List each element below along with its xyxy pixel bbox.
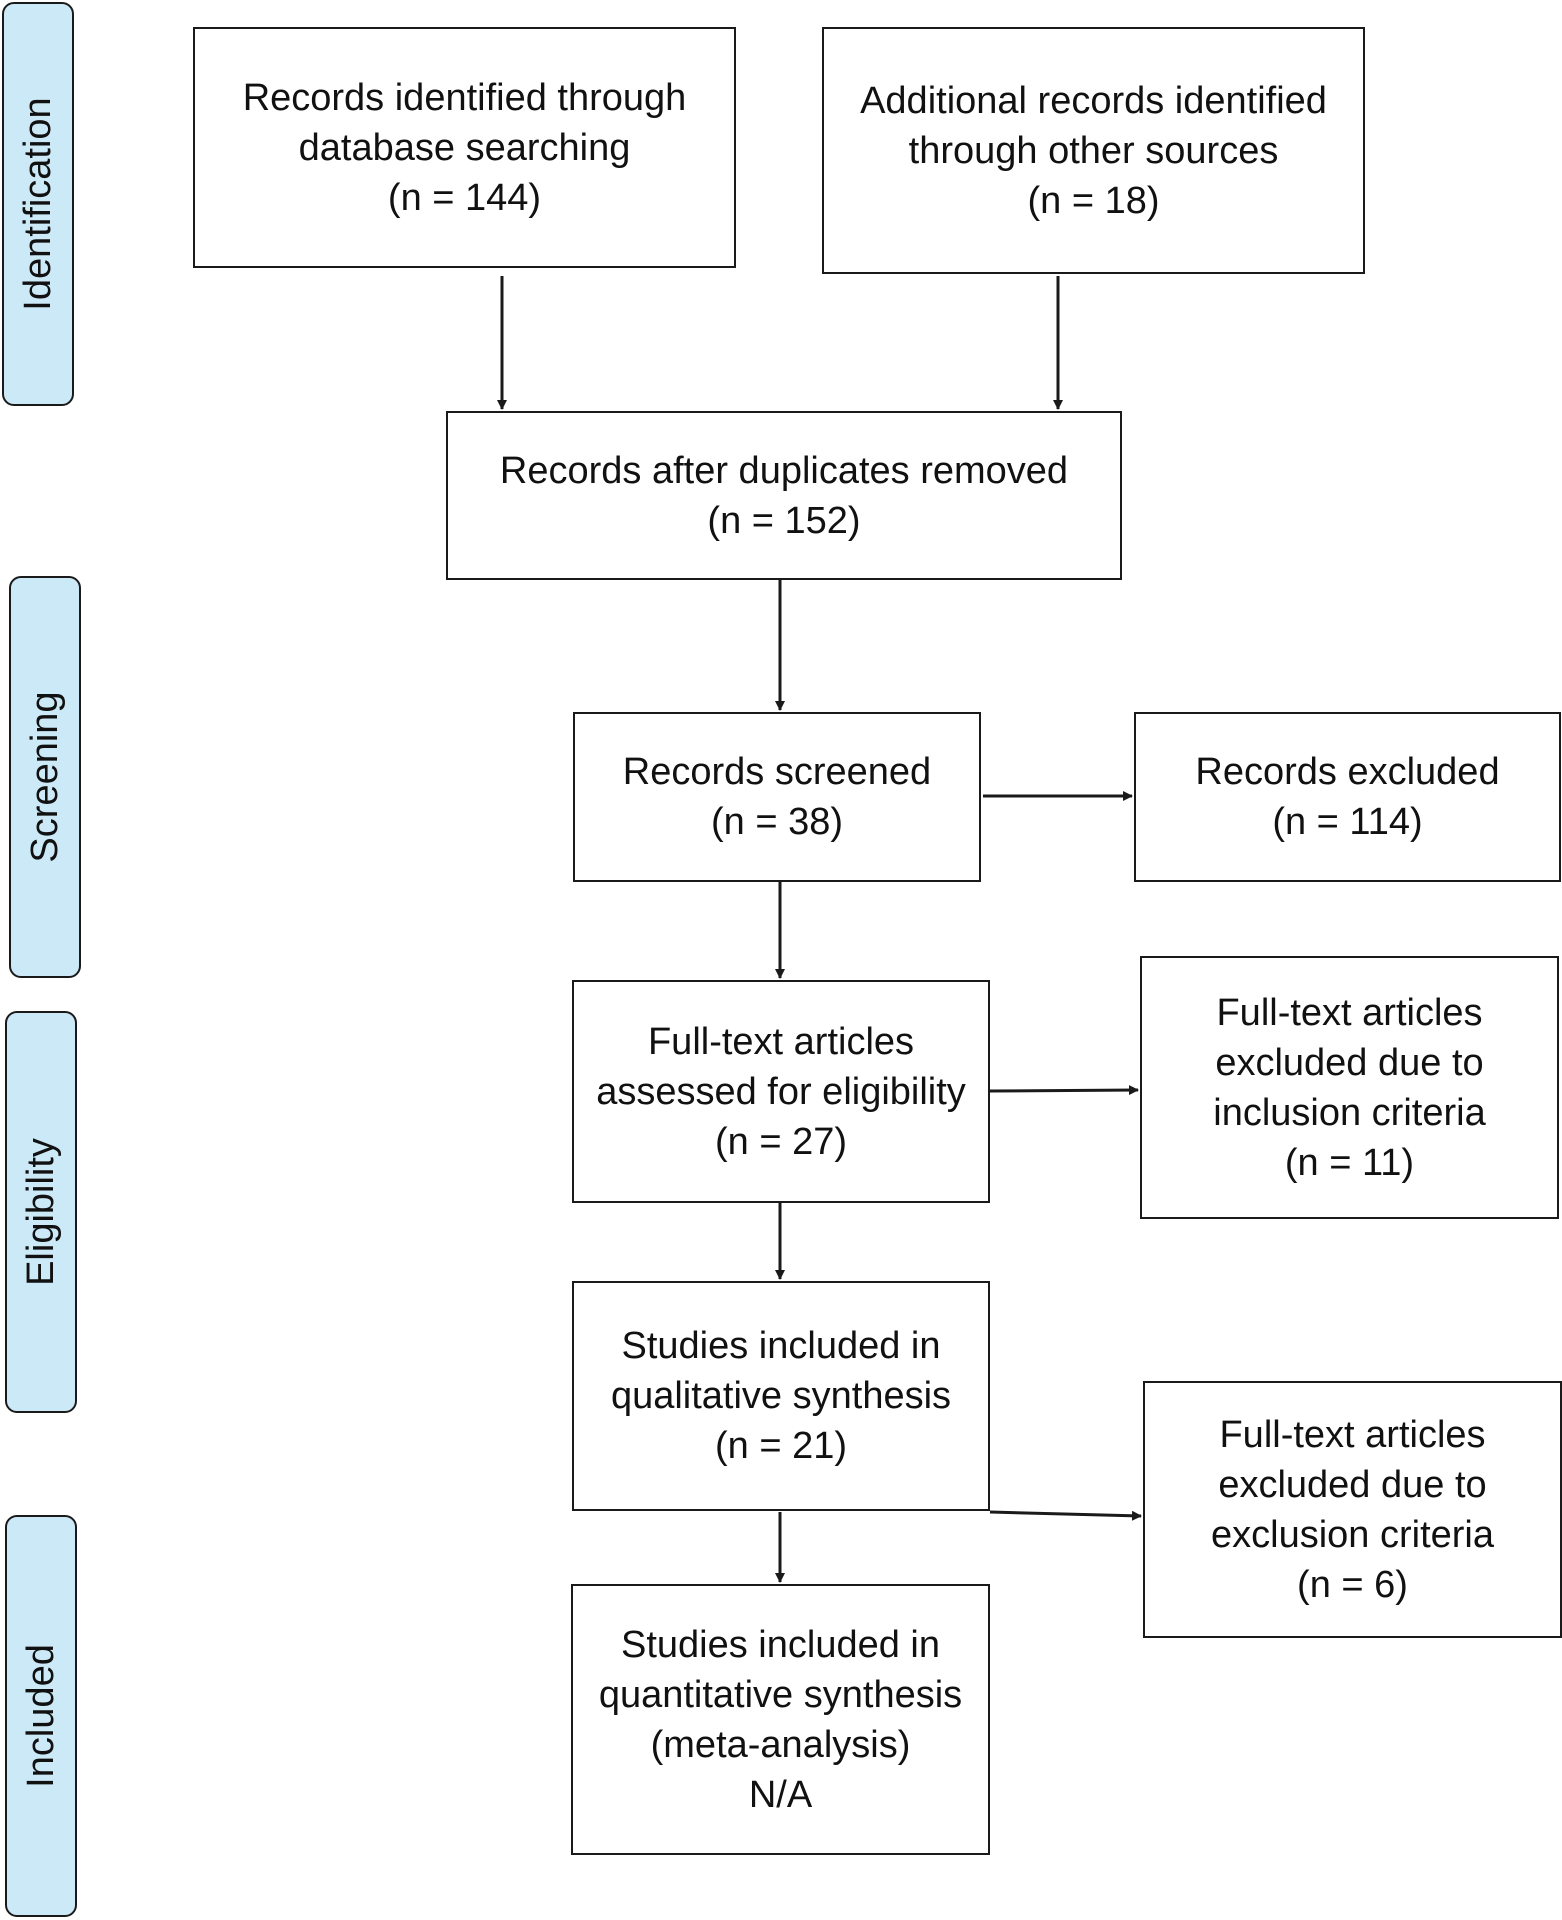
box-qualitative-synthesis: Studies included in qualitative synthesi… [572,1281,990,1511]
box-after-duplicates: Records after duplicates removed (n = 15… [446,411,1122,580]
box-line: (n = 27) [714,1120,848,1163]
box-quantitative-synthesis: Studies included in quantitative synthes… [571,1584,990,1855]
box-line: excluded due to [1215,1041,1484,1084]
box-line: Records identified through [242,76,687,119]
box-database-search: Records identified through database sear… [193,27,736,268]
box-line: (n = 6) [1297,1563,1408,1606]
box-line: through other sources [908,129,1279,172]
box-line: qualitative synthesis [610,1375,952,1417]
box-line: (n = 18) [1027,179,1160,222]
box-fulltext-assessed: Full-text articles assessed for eligibil… [572,980,990,1203]
phase-identification: Identification [2,2,74,406]
phase-eligibility: Eligibility [5,1011,77,1413]
box-line: (n = 144) [387,176,542,219]
box-line: inclusion criteria [1213,1091,1486,1134]
box-line: exclusion criteria [1211,1513,1494,1556]
arrow-qualitative-to-excluded-exclusion [989,1510,1142,1521]
box-line: excluded due to [1218,1463,1487,1506]
box-excluded-inclusion: Full-text articles excluded due to inclu… [1140,956,1559,1219]
box-line: Full-text articles [647,1020,915,1063]
box-line: (n = 11) [1284,1141,1415,1184]
box-line: Records screened [622,751,932,793]
box-excluded-exclusion: Full-text articles excluded due to exclu… [1143,1381,1562,1638]
box-line: N/A [748,1773,813,1816]
box-line: Studies included in [621,1623,940,1666]
box-line: quantitative synthesis [598,1673,963,1716]
box-other-sources: Additional records identified through ot… [822,27,1365,274]
box-line: Full-text articles [1219,1413,1486,1456]
box-line: Records excluded [1195,751,1500,793]
box-line: (n = 114) [1272,801,1423,843]
arrow-fulltext-to-excluded-inclusion [989,1085,1139,1096]
box-line: (meta-analysis) [650,1723,911,1766]
box-records-screened: Records screened (n = 38) [573,712,981,882]
box-line: (n = 152) [707,499,861,542]
box-line: Records after duplicates removed [499,449,1069,492]
phase-screening: Screening [9,576,81,978]
box-line: Full-text articles [1216,991,1483,1034]
box-line: Additional records identified [860,79,1327,122]
box-line: (n = 38) [710,801,844,843]
box-line: database searching [298,126,631,169]
box-records-excluded: Records excluded (n = 114) [1134,712,1561,882]
box-line: Studies included in [621,1325,941,1367]
box-line: (n = 21) [714,1425,848,1467]
box-line: assessed for eligibility [596,1070,966,1113]
phase-included: Included [5,1515,77,1917]
